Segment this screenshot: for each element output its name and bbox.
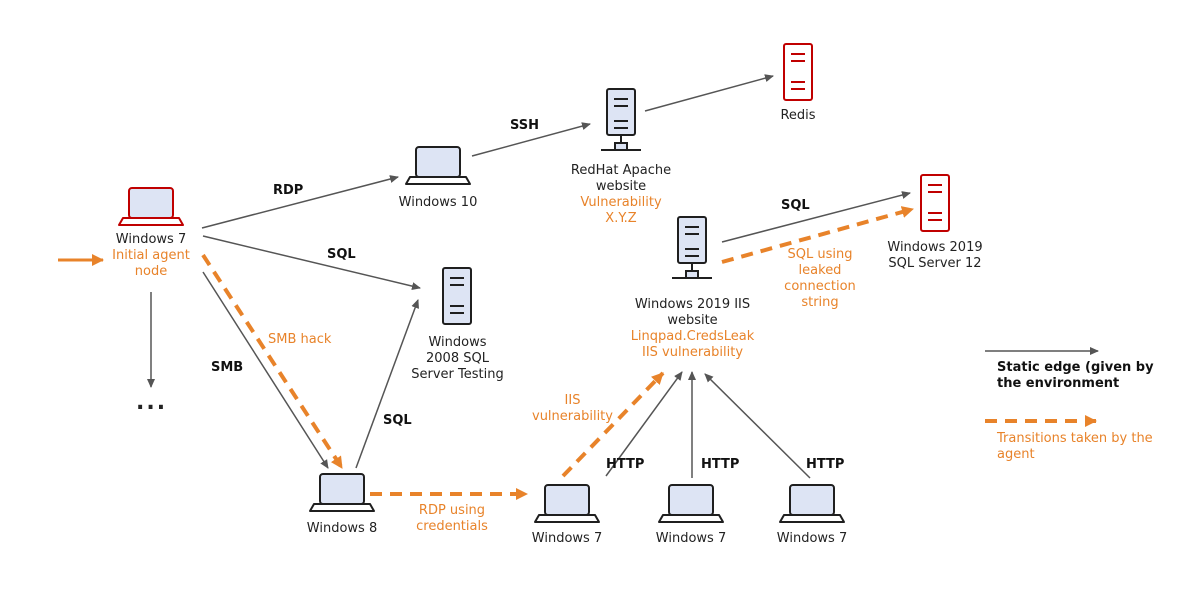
edge-label-sql: SQL <box>327 247 356 262</box>
server-icon <box>783 43 813 101</box>
edge-label-ssh: SSH <box>510 118 540 133</box>
edge-http-1 <box>605 371 683 477</box>
node-tag: Vulnerability X.Y.Z <box>580 195 662 226</box>
node-label: Windows 10 <box>398 195 478 210</box>
edge-label-sql: SQL <box>781 198 810 213</box>
edge-http-3 <box>704 373 811 479</box>
transition-label-smb-hack: SMB hack <box>268 332 332 347</box>
laptop-icon <box>118 187 184 226</box>
node-tag: Initial agent node <box>112 248 190 279</box>
node-iis: Windows 2019 IIS website Linqpad.CredsLe… <box>620 297 765 361</box>
node-tag: IIS vulnerability <box>641 345 744 360</box>
node-label: Windows 2019 SQL Server 12 <box>887 240 983 271</box>
edge-label-http: HTTP <box>806 457 845 472</box>
ellipsis: ... <box>136 390 168 415</box>
node-label: Windows 2019 IIS website <box>634 297 751 328</box>
node-redhat: RedHat Apache website Vulnerability X.Y.… <box>566 163 676 227</box>
legend-agent-label: Transitions taken by the agent <box>997 431 1153 462</box>
node-label: Windows 7 <box>655 531 727 546</box>
edge-sql-win8 <box>355 299 419 469</box>
transition-label-iis: IIS vulnerability <box>532 393 613 424</box>
edge-label-rdp: RDP <box>273 183 304 198</box>
edge-label-sql: SQL <box>383 413 412 428</box>
node-label: Windows 7 <box>115 232 187 247</box>
transition-label-sql-leaked: SQL using leaked connection string <box>784 247 856 310</box>
edge-smb <box>202 271 329 469</box>
edge-redhat-redis <box>644 74 774 112</box>
edge-sql-2019 <box>721 191 911 243</box>
edge-label-smb: SMB <box>211 360 244 375</box>
node-label: Windows 2008 SQL Server Testing <box>411 335 504 382</box>
node-tag: Linqpad.CredsLeak <box>630 329 755 344</box>
node-label: Redis <box>780 108 816 123</box>
node-label: RedHat Apache website <box>570 163 672 194</box>
node-win7-start: Windows 7 Initial agent node <box>101 232 201 280</box>
transition-smb-hack <box>201 253 344 470</box>
transition-sql-leaked <box>721 206 914 264</box>
transition-label-rdp: RDP using credentials <box>416 503 488 534</box>
server-icon <box>920 174 950 232</box>
node-label: Windows 8 <box>306 521 378 536</box>
node-label: Windows 7 <box>531 531 603 546</box>
edge-ssh <box>471 122 591 157</box>
server-icon <box>442 267 472 325</box>
laptop-icon <box>779 484 845 523</box>
edge-label-http: HTTP <box>606 457 645 472</box>
edge-sql-2008 <box>202 235 421 291</box>
node-label: Windows 7 <box>776 531 848 546</box>
server-icon <box>600 88 642 151</box>
edge-label-http: HTTP <box>701 457 740 472</box>
server-icon <box>671 216 713 279</box>
laptop-icon <box>534 484 600 523</box>
laptop-icon <box>309 473 375 512</box>
transition-iis-vuln <box>561 371 665 478</box>
laptop-icon <box>405 146 471 185</box>
legend-static-label: Static edge (given by the environment <box>997 360 1154 391</box>
laptop-icon <box>658 484 724 523</box>
edge-rdp <box>201 175 399 229</box>
